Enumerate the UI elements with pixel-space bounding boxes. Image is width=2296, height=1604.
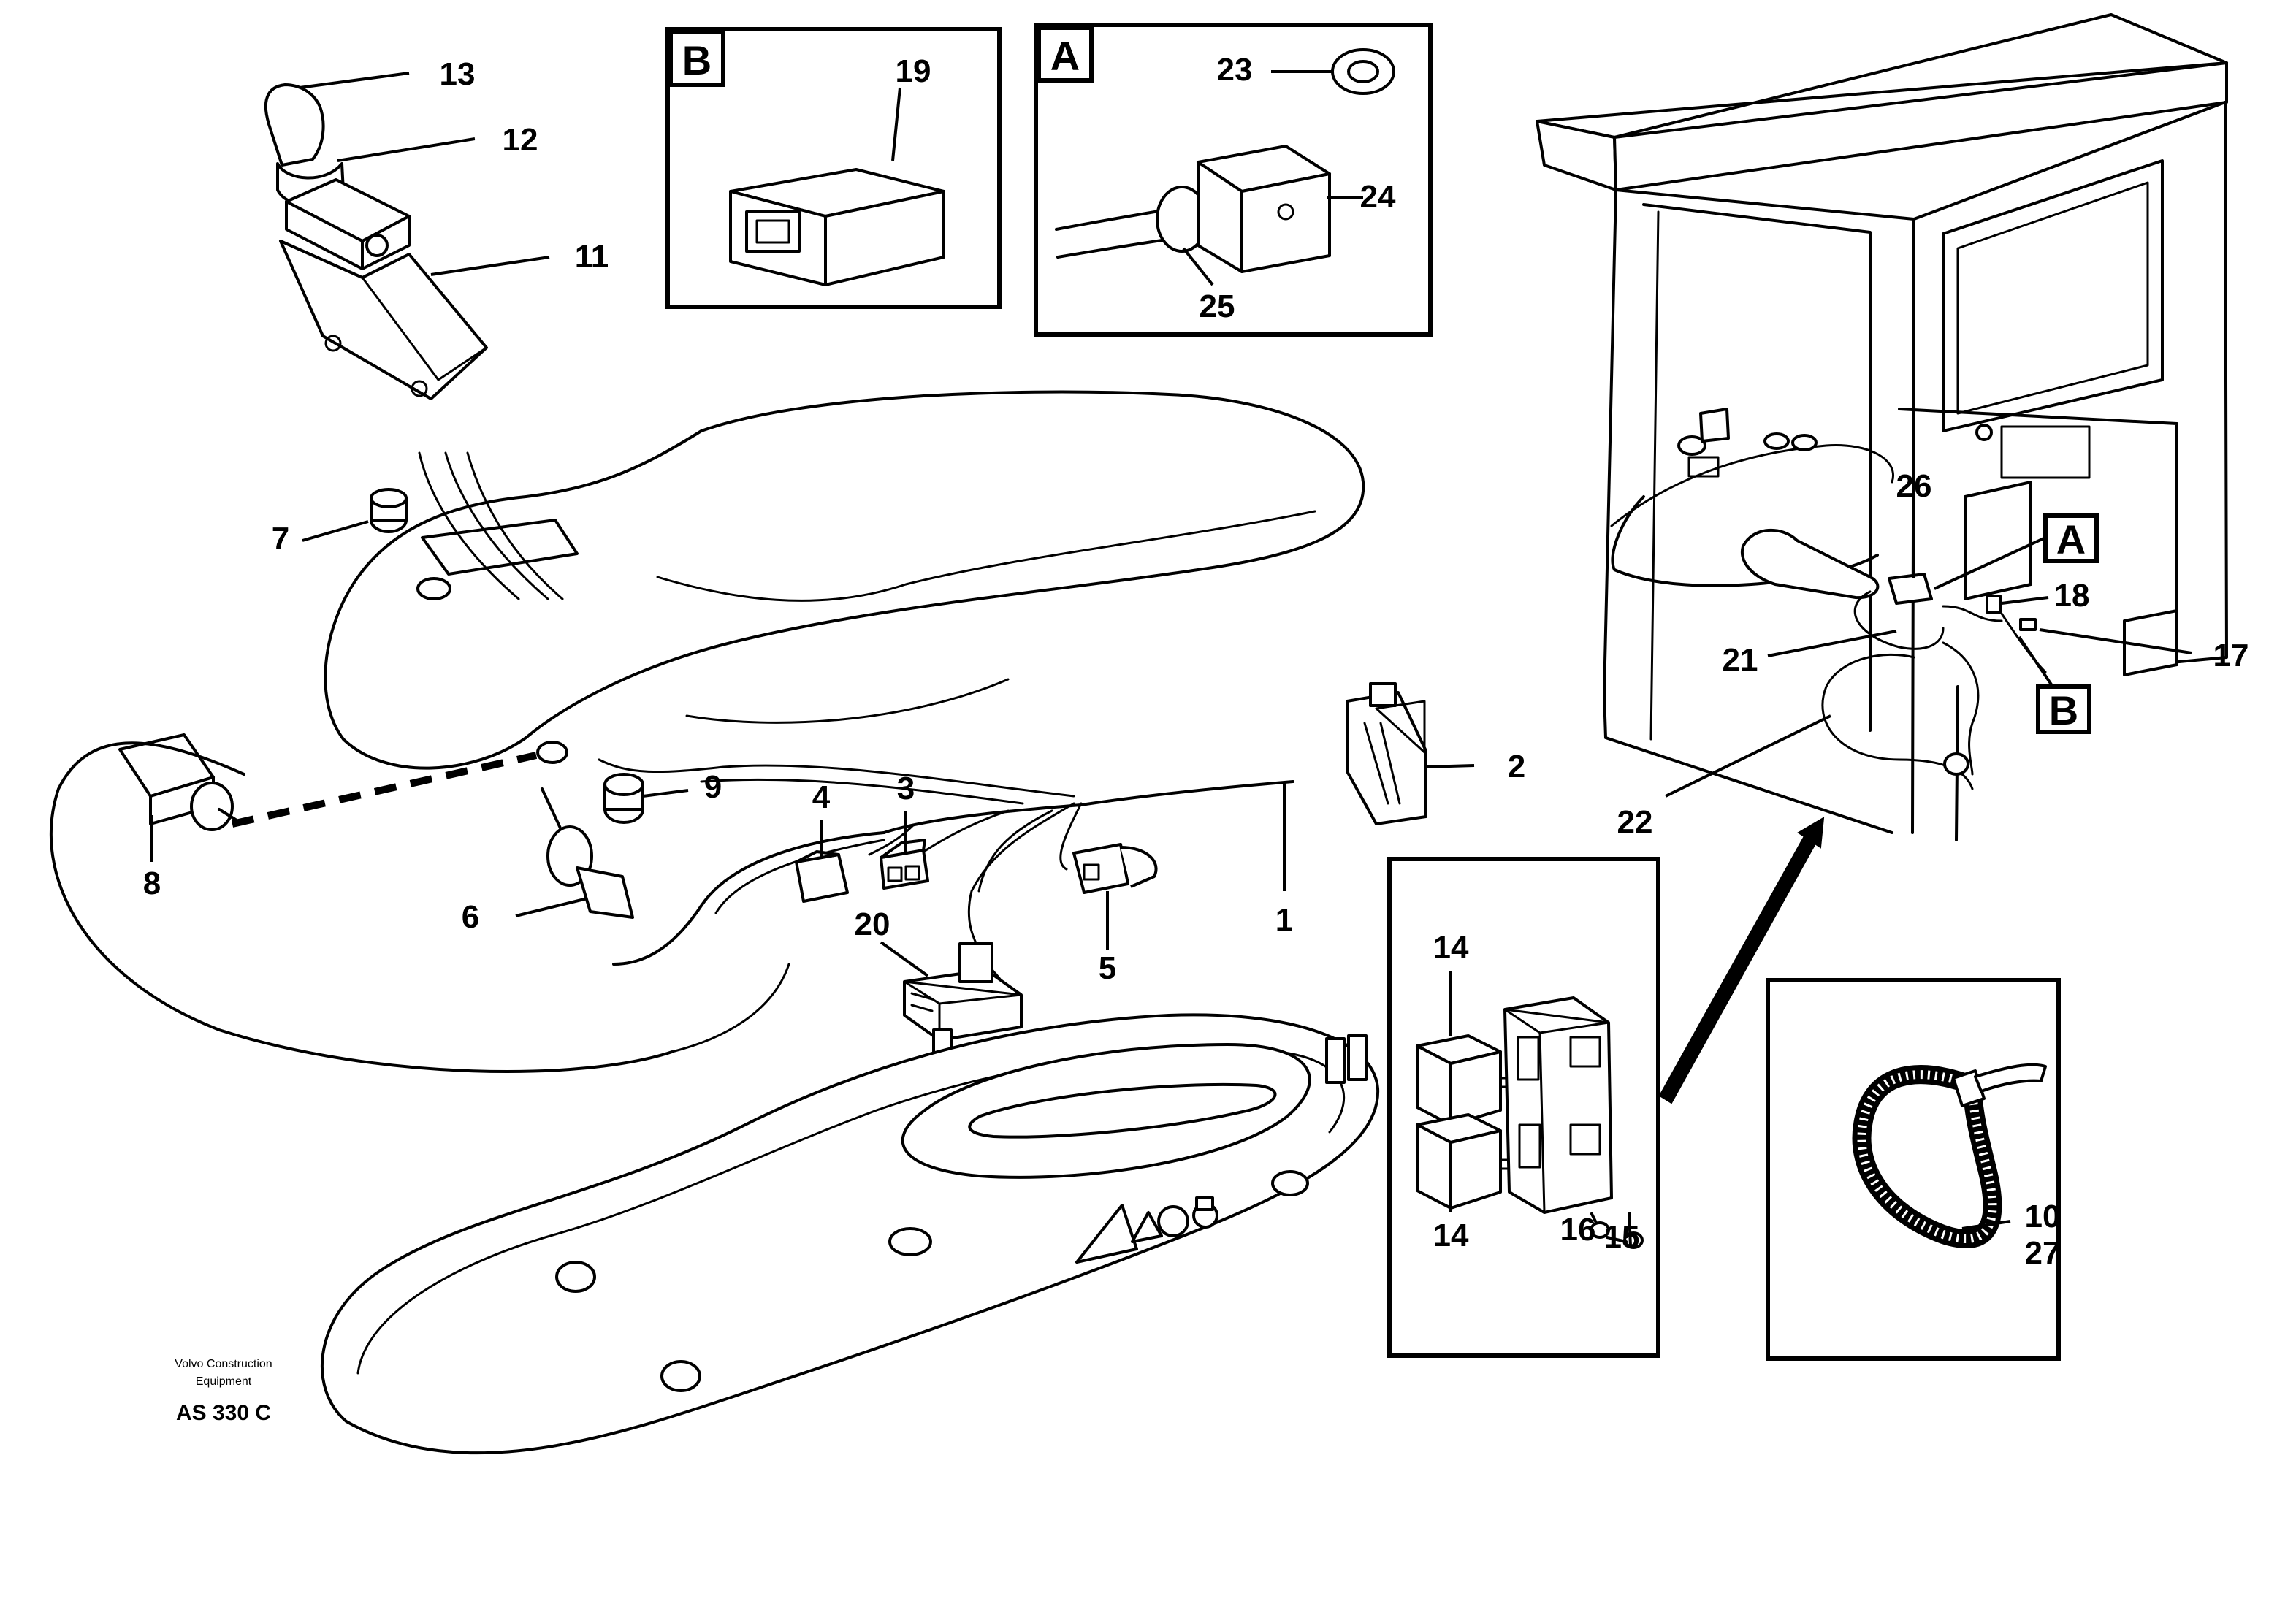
- joystick-assembly: [264, 83, 488, 400]
- leader-16: [1590, 1212, 1598, 1225]
- inset-b: B 19: [665, 27, 1002, 309]
- knob-9: [603, 773, 644, 824]
- callout-9: 9: [704, 769, 722, 805]
- callout-23: 23: [1217, 52, 1253, 88]
- relay-14-lower: [1416, 1113, 1512, 1210]
- callout-15: 15: [1604, 1219, 1640, 1255]
- cab-tag-b: B: [2049, 687, 2078, 733]
- callout-10: 10: [2025, 1199, 2061, 1234]
- callout-5: 5: [1099, 950, 1116, 986]
- knob-7: [370, 488, 408, 533]
- connector-19: [729, 168, 945, 286]
- leader-12: [337, 137, 476, 162]
- relay-holder-20: [903, 942, 1023, 1068]
- callout-13: 13: [440, 56, 476, 92]
- footer-line-1: Volvo Construction: [175, 1358, 272, 1370]
- callout-14-lower: 14: [1433, 1218, 1469, 1253]
- relay-inset: [1387, 857, 1660, 1358]
- leader-11: [430, 256, 550, 276]
- inset-a: A 23 24 25: [1034, 23, 1433, 337]
- connector-3: [880, 839, 929, 890]
- cable-tie: [1852, 1063, 2047, 1248]
- leader-cab-a: [1934, 536, 2046, 590]
- callout-21: 21: [1723, 642, 1758, 678]
- switch-6: [541, 787, 634, 919]
- leader-15: [1628, 1212, 1632, 1247]
- callout-24: 24: [1360, 179, 1396, 215]
- warning-decal: [1075, 1196, 1218, 1264]
- grommet-23: [1331, 48, 1395, 95]
- callout-17: 17: [2213, 638, 2249, 673]
- callout-4: 4: [812, 779, 831, 815]
- callout-2: 2: [1508, 749, 1525, 784]
- cable-tie-inset: [1766, 978, 2061, 1361]
- leader-20: [880, 941, 929, 977]
- leader-9: [642, 789, 689, 798]
- callout-25: 25: [1200, 289, 1235, 324]
- wiring-harness-1: [49, 741, 1294, 1074]
- callout-8: 8: [143, 866, 161, 901]
- inset-a-tag: A: [1050, 33, 1080, 79]
- armrest-upper-cover: [231, 390, 1365, 828]
- switch-8: [118, 733, 244, 831]
- callout-6: 6: [462, 899, 479, 935]
- leader-22: [1665, 714, 1831, 798]
- relay-14-upper: [1416, 1034, 1512, 1126]
- leader-13: [299, 72, 410, 89]
- callout-1: 1: [1275, 902, 1293, 938]
- callout-14-upper: 14: [1433, 930, 1469, 966]
- cab-tag-a: A: [2056, 516, 2086, 562]
- cab-view: [1536, 13, 2228, 841]
- connector-5: [1072, 843, 1158, 894]
- cable-plug-24-25: [1055, 145, 1331, 273]
- relay-socket: [1503, 996, 1613, 1214]
- leader-cab-b: [2018, 635, 2054, 688]
- callout-12: 12: [503, 122, 538, 158]
- leader-19: [891, 87, 901, 161]
- leader-10: [1961, 1220, 2011, 1230]
- leader-17: [2039, 628, 2192, 654]
- callout-27: 27: [2025, 1235, 2061, 1271]
- leader-25: [1182, 247, 1214, 286]
- callout-7: 7: [272, 521, 289, 557]
- diagram-code: AS 330 C: [176, 1401, 271, 1425]
- washer-16: [1590, 1221, 1610, 1239]
- leader-7: [302, 520, 369, 542]
- callout-20: 20: [855, 906, 890, 942]
- leader-2: [1424, 764, 1475, 768]
- leader-18: [2001, 596, 2049, 605]
- callout-22: 22: [1617, 804, 1653, 840]
- callout-18: 18: [2054, 578, 2090, 614]
- armrest-lower-tray: [320, 1013, 1380, 1455]
- callout-16: 16: [1560, 1212, 1596, 1248]
- callout-11: 11: [575, 239, 609, 275]
- callout-3: 3: [897, 771, 915, 806]
- callout-19: 19: [896, 53, 931, 89]
- leader-6: [515, 897, 588, 917]
- footer-line-2: Equipment: [196, 1375, 252, 1388]
- connector-2: [1346, 682, 1427, 825]
- callout-26: 26: [1896, 468, 1932, 504]
- inset-b-tag: B: [682, 37, 712, 83]
- leader-21: [1767, 630, 1897, 657]
- connector-4: [795, 850, 849, 903]
